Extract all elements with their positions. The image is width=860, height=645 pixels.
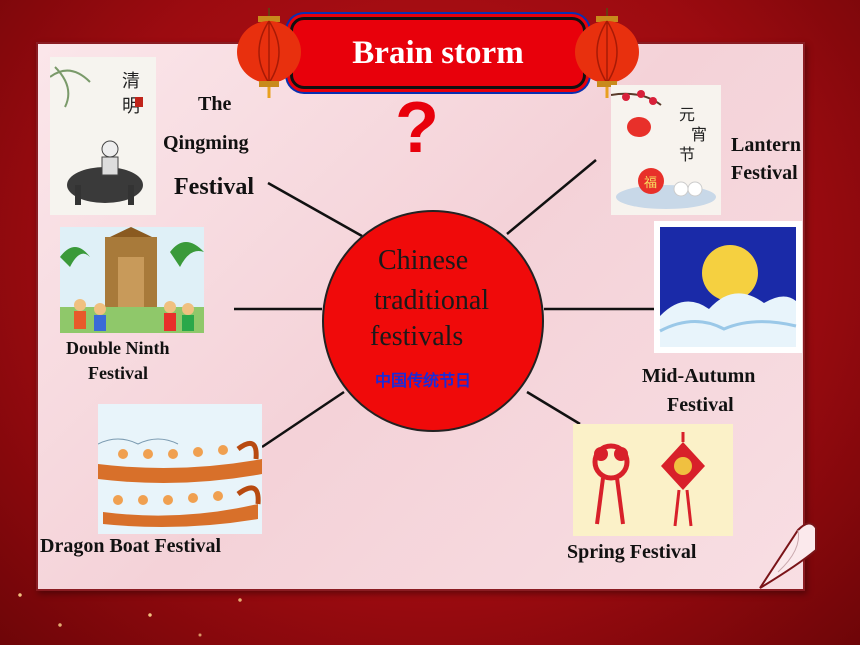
lantern-label-line2: Festival [731, 162, 798, 184]
lantern-left-icon [237, 8, 301, 98]
lantern-festival-picture: 元 宵 节 福 [611, 85, 721, 215]
qingming-label-line2: Qingming [163, 132, 249, 154]
svg-text:福: 福 [644, 176, 657, 191]
center-circle [322, 210, 544, 432]
line-dragon-boat [261, 390, 345, 449]
center-chinese-text: 中国传统节日 [375, 371, 472, 390]
double-ninth-label-line2: Festival [88, 363, 148, 383]
title-banner: Brain storm [290, 17, 586, 89]
svg-text:节: 节 [679, 145, 695, 164]
svg-text:清: 清 [122, 71, 140, 92]
line-lantern [506, 159, 597, 235]
line-spring [526, 390, 581, 426]
mid-autumn-label-line1: Mid-Autumn [642, 365, 756, 387]
double-ninth-picture [60, 227, 204, 333]
svg-text:宵: 宵 [691, 125, 707, 144]
qingming-label-line3: Festival [174, 174, 254, 200]
center-text-line1: Chinese [378, 245, 469, 276]
spring-festival-picture [573, 424, 733, 536]
page-curl [759, 522, 817, 589]
center-text-line3: festivals [370, 321, 464, 352]
dragon-boat-picture [98, 404, 262, 534]
dragon-boat-label: Dragon Boat Festival [40, 535, 222, 557]
double-ninth-label-line1: Double Ninth [66, 338, 170, 358]
center-text-line2: traditional [374, 285, 490, 316]
qingming-label-line1: The [198, 93, 232, 115]
svg-text:元: 元 [679, 105, 695, 124]
mid-autumn-label-line2: Festival [667, 394, 734, 416]
line-qingming [267, 181, 363, 238]
question-mark: ? [395, 88, 439, 168]
lantern-right-icon [575, 8, 639, 98]
title-text: Brain storm [352, 34, 524, 71]
qingming-picture: 清 明 [50, 57, 156, 215]
spring-festival-label: Spring Festival [567, 541, 697, 563]
mid-autumn-picture [654, 221, 802, 353]
lantern-label-line1: Lantern [731, 134, 801, 156]
